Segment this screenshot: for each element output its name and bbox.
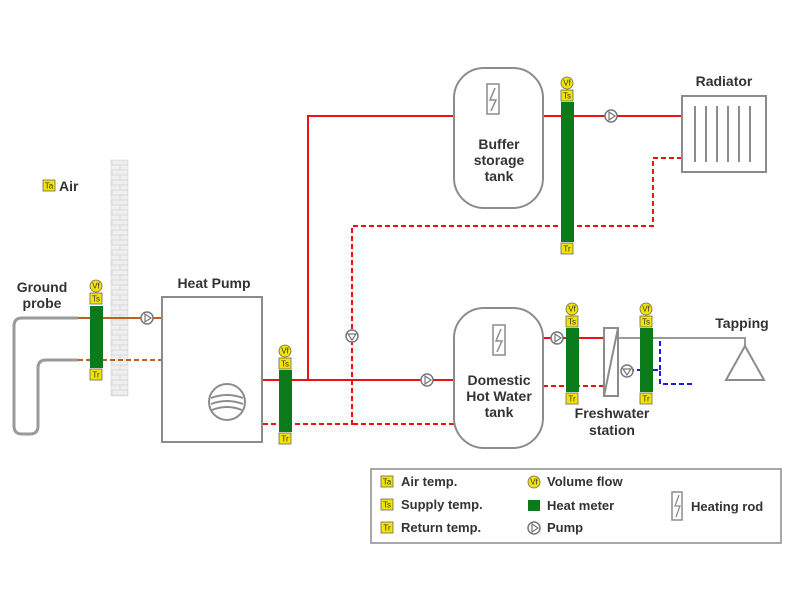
- svg-text:Ts: Ts: [568, 318, 576, 327]
- supply-temp-sensor: Ts: [278, 357, 292, 370]
- legend-return-temp: Return temp.: [401, 520, 481, 535]
- radiator-fins: [694, 106, 751, 162]
- legend-heat-meter-swatch: [528, 500, 540, 511]
- heating-rod-icon: [671, 491, 683, 521]
- svg-text:Vf: Vf: [92, 282, 100, 291]
- buffer-label-line1: Buffer: [478, 136, 520, 152]
- heating-rod-icon: [486, 83, 500, 115]
- volume-flow-sensor: Vf: [278, 344, 292, 358]
- legend-air-temp: Air temp.: [401, 474, 457, 489]
- air-label: Air: [59, 178, 79, 194]
- buffer-label-line3: tank: [485, 168, 514, 184]
- hot-water-outlet-pipe: [618, 337, 746, 346]
- heat-meter-heat-pump: [279, 370, 292, 432]
- pump-icon: [345, 329, 359, 343]
- pump-icon: [527, 521, 541, 535]
- buffer-storage-tank: [453, 67, 544, 209]
- return-temp-sensor: Tr: [565, 392, 579, 405]
- heat-pump-label: Heat Pump: [177, 275, 250, 291]
- pump-icon: [550, 331, 564, 345]
- svg-text:Ts: Ts: [383, 501, 391, 510]
- pump-icon: [604, 109, 618, 123]
- legend-pump: Pump: [547, 520, 583, 535]
- svg-text:Tr: Tr: [383, 524, 391, 533]
- svg-text:Vf: Vf: [281, 347, 289, 356]
- cold-water-inlet-pipe: [618, 338, 692, 385]
- svg-text:Vf: Vf: [568, 305, 576, 314]
- svg-text:Tr: Tr: [92, 371, 100, 380]
- dhw-label-line3: tank: [485, 404, 514, 420]
- svg-text:Ts: Ts: [563, 92, 571, 101]
- ground-probe-label-line1: Ground: [17, 279, 68, 295]
- svg-text:Tr: Tr: [281, 435, 289, 444]
- legend-heat-meter: Heat meter: [547, 498, 614, 513]
- volume-flow-sensor: Vf: [89, 279, 103, 293]
- air-temp-sensor: Ta: [42, 179, 56, 192]
- supply-temp-sensor: Ts: [639, 315, 653, 328]
- heat-pump-unit: [161, 296, 263, 443]
- volume-flow-sensor: Vf: [560, 76, 574, 90]
- pump-icon: [620, 364, 634, 378]
- volume-flow-sensor: Vf: [639, 302, 653, 316]
- pump-icon: [140, 311, 154, 325]
- pump-icon: [420, 373, 434, 387]
- return-temp-sensor: Tr: [639, 392, 653, 405]
- svg-text:Ta: Ta: [45, 182, 54, 191]
- svg-text:Vf: Vf: [563, 79, 571, 88]
- svg-text:Tr: Tr: [642, 395, 650, 404]
- legend-volume-flow: Volume flow: [547, 474, 623, 489]
- freshwater-label-line1: Freshwater: [575, 405, 650, 421]
- heat-meter-dhw: [566, 328, 579, 392]
- return-temp-sensor: Tr: [89, 368, 103, 381]
- brick-wall-icon: [110, 159, 129, 397]
- ground-probe-loop: [12, 316, 78, 436]
- heat-meter-ground: [90, 306, 103, 368]
- tap-icon: [724, 343, 766, 381]
- heat-meter-freshwater: [640, 328, 653, 392]
- radiator-return-pipe: [262, 157, 682, 425]
- legend-supply-temp: Supply temp.: [401, 497, 483, 512]
- ground-probe-label-line2: probe: [23, 295, 62, 311]
- svg-text:Vf: Vf: [642, 305, 650, 314]
- supply-temp-sensor: Ts: [89, 292, 103, 305]
- dhw-tank: [453, 307, 544, 449]
- heat-meter-buffer: [561, 102, 574, 242]
- svg-text:Tr: Tr: [568, 395, 576, 404]
- freshwater-label-line2: station: [589, 422, 635, 438]
- svg-text:Ts: Ts: [92, 295, 100, 304]
- supply-temp-sensor: Ts: [565, 315, 579, 328]
- tapping-label: Tapping: [715, 315, 768, 331]
- svg-text:Tr: Tr: [563, 245, 571, 254]
- return-temp-sensor: Tr: [278, 432, 292, 445]
- radiator-label: Radiator: [696, 73, 753, 89]
- heating-rod-icon: [492, 324, 506, 356]
- dhw-label-line2: Hot Water: [466, 388, 532, 404]
- svg-text:Ts: Ts: [642, 318, 650, 327]
- return-temp-sensor: Tr: [560, 242, 574, 255]
- heat-exchanger-icon: [603, 327, 619, 397]
- compressor-icon: [208, 383, 246, 421]
- legend-box: [370, 468, 782, 544]
- dhw-label-line1: Domestic: [467, 372, 530, 388]
- svg-text:Vf: Vf: [530, 478, 538, 487]
- supply-temp-sensor: Ts: [560, 89, 574, 102]
- volume-flow-sensor: Vf: [565, 302, 579, 316]
- buffer-supply-pipe: [307, 115, 454, 380]
- svg-text:Ta: Ta: [383, 478, 392, 487]
- legend: Ta Air temp. Ts Supply temp. Tr Return t…: [370, 468, 782, 544]
- legend-heating-rod: Heating rod: [691, 499, 763, 514]
- svg-text:Ts: Ts: [281, 360, 289, 369]
- buffer-label-line2: storage: [474, 152, 525, 168]
